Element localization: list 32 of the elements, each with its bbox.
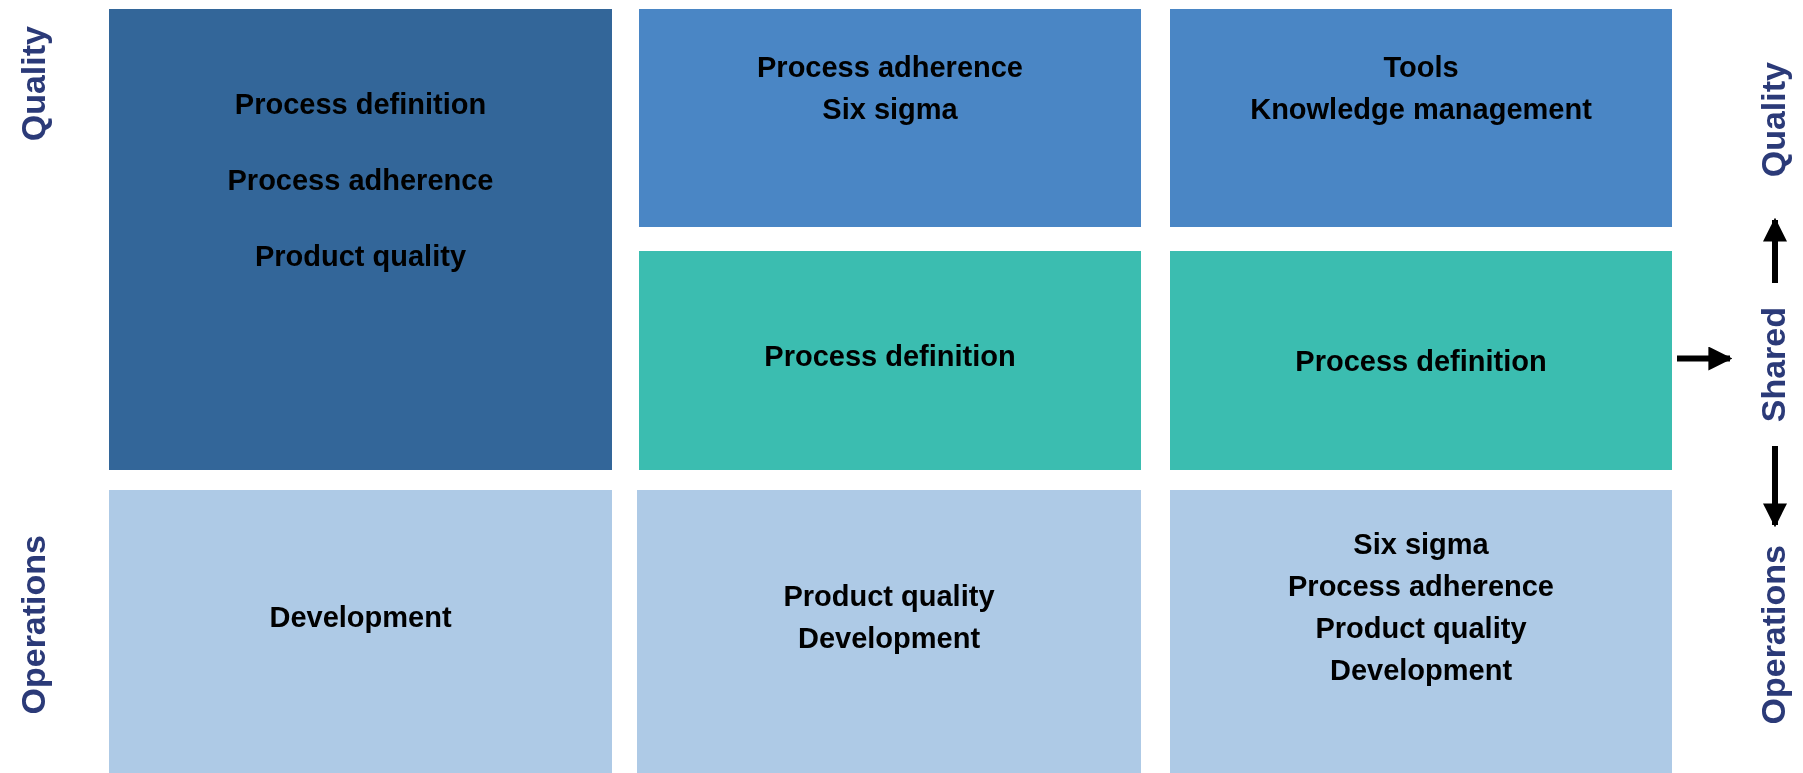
quadrant-box (637, 490, 1141, 773)
quadrant-box (639, 9, 1141, 227)
box-text: Product quality (254, 238, 467, 274)
box-text: Process definition (234, 86, 487, 122)
box-text: Six sigma (1353, 526, 1489, 562)
box-text: Process adherence (757, 50, 1023, 85)
quadrant-box (1170, 251, 1672, 470)
arrow (1677, 346, 1733, 371)
box-text: Development (269, 599, 452, 635)
quadrant-box (109, 490, 612, 773)
box-text: Product quality (1315, 610, 1527, 646)
box-text: Process adherence (1288, 568, 1554, 604)
axis-label: Quality (1754, 62, 1792, 178)
quadrant-box (1170, 9, 1672, 227)
quadrant-box (1170, 490, 1672, 773)
axis-label: Operations (14, 535, 52, 715)
box-text: Tools (1383, 50, 1459, 85)
axis-label: Operations (1754, 545, 1792, 725)
box-text: Knowledge management (1250, 92, 1592, 127)
box-text: Product quality (783, 578, 995, 614)
arrow (1763, 446, 1787, 528)
box-text: Development (797, 620, 981, 656)
box-text: Six sigma (822, 92, 958, 127)
box-text: Development (1329, 652, 1513, 688)
box-text: Process definition (1295, 343, 1547, 379)
box-text: Process adherence (227, 162, 494, 198)
arrow (1763, 217, 1787, 283)
box-text: Process definition (764, 338, 1016, 374)
axis-label: Shared (1754, 306, 1792, 423)
quadrant-box (639, 251, 1141, 470)
axis-label: Quality (14, 26, 52, 142)
quadrant-box (109, 9, 612, 470)
